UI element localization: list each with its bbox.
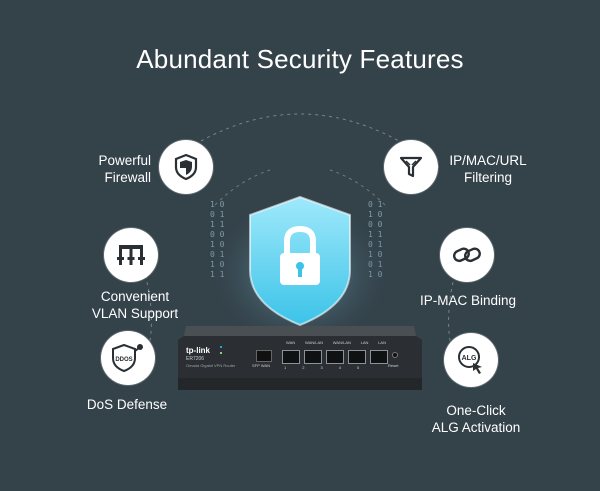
device-subtitle: Omada Gigabit VPN Router — [186, 363, 236, 368]
feature-vlan-label: Convenient VLAN Support — [91, 289, 179, 321]
port-number: 2 — [302, 365, 305, 370]
sfp-port — [256, 350, 272, 362]
feature-binding-badge — [440, 228, 494, 282]
feature-firewall-badge — [159, 140, 213, 194]
feature-binding-label: IP-MAC Binding — [419, 293, 517, 308]
link-icon — [452, 247, 481, 263]
ethernet-port — [326, 350, 344, 364]
filter-icon — [399, 156, 423, 178]
port-number-row: 1 2 3 4 5 — [284, 365, 384, 370]
ethernet-port — [304, 350, 322, 364]
feature-dos-badge: DDOS — [101, 331, 155, 385]
svg-text:ALG: ALG — [462, 355, 477, 362]
ethernet-port — [348, 350, 366, 364]
page-title: Abundant Security Features — [136, 44, 464, 74]
security-shield-graphic — [205, 185, 395, 345]
ethernet-port — [282, 350, 300, 364]
feature-filtering-badge — [384, 140, 438, 194]
status-led — [220, 352, 222, 354]
svg-text:DDOS: DDOS — [115, 357, 132, 363]
port-number: 5 — [356, 365, 360, 370]
port-label: LAN — [378, 340, 386, 345]
feature-firewall-label: Powerful Firewall — [98, 153, 151, 185]
ethernet-port — [370, 350, 388, 364]
feature-vlan-badge — [104, 228, 158, 282]
shield-icon — [174, 153, 198, 181]
ethernet-ports — [282, 350, 388, 364]
reset-button — [392, 352, 398, 358]
device-model: ER7206 — [186, 356, 205, 362]
reset-label: Reset — [388, 363, 399, 368]
port-label: WAN/LAN — [304, 340, 324, 345]
port-label: LAN — [360, 340, 369, 345]
port-label: WAN/LAN — [332, 340, 351, 345]
router-device: tp-link ER7206 Omada Gigabit VPN Router … — [176, 318, 424, 394]
alg-click-icon: ALG — [458, 346, 482, 374]
feature-alg-badge: ALG — [444, 333, 498, 387]
port-number: 1 — [284, 365, 287, 370]
sfp-port-label: SFP WAN — [252, 363, 271, 368]
feature-dos-label: DoS Defense — [86, 397, 168, 412]
feature-filtering-label: IP/MAC/URL Filtering — [449, 153, 527, 185]
vlan-icon — [117, 245, 145, 265]
port-label-row: WAN WAN/LAN WAN/LAN LAN LAN — [286, 340, 386, 348]
port-number: 3 — [320, 365, 323, 370]
device-brand: tp-link — [186, 346, 210, 355]
ddos-shield-icon: DDOS — [112, 343, 143, 373]
port-number: 4 — [338, 365, 341, 370]
shield-lock-icon — [249, 195, 351, 327]
port-label: WAN — [286, 340, 296, 345]
feature-alg-label: One-Click ALG Activation — [431, 403, 521, 435]
status-led — [220, 346, 222, 348]
